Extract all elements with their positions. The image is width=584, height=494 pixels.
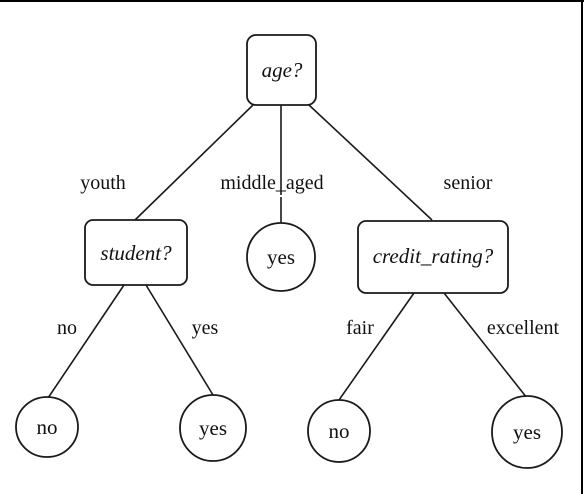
branch-label-senior: senior <box>444 172 493 194</box>
branch-label-credit-excellent: excellent <box>487 317 560 339</box>
leaf-credit-excellent-yes-label: yes <box>513 420 541 444</box>
edge-student-to-no <box>47 284 125 399</box>
edge-student-to-yes <box>145 284 214 396</box>
branch-label-youth: youth <box>80 172 126 194</box>
leaf-credit-excellent-yes-circle <box>491 395 563 469</box>
node-credit-rating-box <box>357 220 509 294</box>
leaf-credit-fair-no-label: no <box>329 419 350 443</box>
leaf-middle-aged-yes: yes <box>246 222 316 292</box>
branch-label-student-no: no <box>57 317 77 339</box>
tree-edges <box>47 104 528 401</box>
leaf-student-no-label: no <box>37 415 58 439</box>
edge-age-to-student <box>134 104 254 221</box>
edge-age-to-credit-rating <box>308 104 433 221</box>
leaf-credit-excellent-yes: yes <box>491 395 563 469</box>
leaf-middle-aged-yes-circle <box>246 222 316 292</box>
branch-label-middle-aged: middle_aged <box>220 172 323 194</box>
branch-label-student-yes: yes <box>192 317 219 339</box>
node-age: age? <box>246 34 317 106</box>
node-student-box <box>84 219 188 286</box>
leaf-credit-fair-no: no <box>307 399 371 463</box>
node-credit-rating: credit_rating? <box>357 220 509 294</box>
branch-label-credit-fair: fair <box>346 317 374 339</box>
leaf-student-no: no <box>15 396 79 458</box>
leaf-student-yes-label: yes <box>199 416 227 440</box>
node-credit-rating-label: credit_rating? <box>373 244 494 268</box>
node-student: student? <box>84 219 188 286</box>
node-age-box <box>246 34 317 106</box>
leaf-middle-aged-yes-label: yes <box>267 245 295 269</box>
leaf-student-yes: yes <box>179 394 247 462</box>
leaf-student-no-circle <box>15 396 79 458</box>
edge-credit-to-fair <box>338 292 415 401</box>
leaf-credit-fair-no-circle <box>307 399 371 463</box>
node-student-label: student? <box>100 241 172 265</box>
edge-credit-to-excellent <box>443 292 528 399</box>
leaf-student-yes-circle <box>179 394 247 462</box>
node-age-label: age? <box>262 58 303 82</box>
